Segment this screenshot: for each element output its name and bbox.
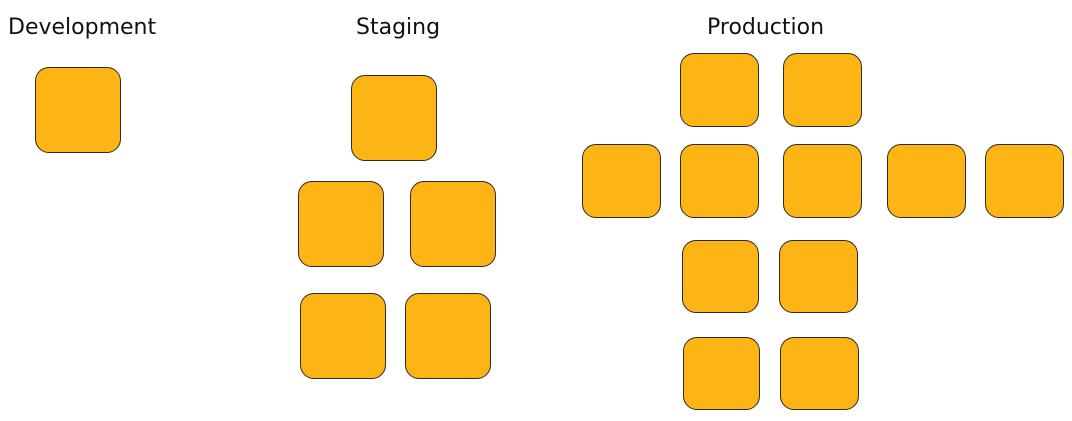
node-box-production-1 bbox=[680, 53, 759, 127]
node-box-staging-2 bbox=[298, 181, 384, 267]
node-box-production-3 bbox=[582, 144, 661, 218]
node-box-production-4 bbox=[680, 144, 759, 218]
environment-label-development: Development bbox=[8, 15, 157, 40]
node-box-production-5 bbox=[783, 144, 862, 218]
node-box-production-8 bbox=[682, 240, 759, 313]
node-box-development-1 bbox=[35, 67, 121, 153]
node-box-production-9 bbox=[779, 240, 858, 313]
node-box-production-10 bbox=[683, 337, 760, 410]
node-box-staging-3 bbox=[410, 181, 496, 267]
node-box-production-11 bbox=[780, 337, 859, 410]
node-box-staging-4 bbox=[300, 293, 386, 379]
node-box-production-6 bbox=[887, 144, 966, 218]
node-box-staging-5 bbox=[405, 293, 491, 379]
node-box-production-2 bbox=[783, 53, 862, 127]
environment-label-production: Production bbox=[707, 15, 825, 40]
environment-label-staging: Staging bbox=[356, 15, 441, 40]
node-box-staging-1 bbox=[351, 75, 437, 161]
node-box-production-7 bbox=[985, 144, 1064, 218]
